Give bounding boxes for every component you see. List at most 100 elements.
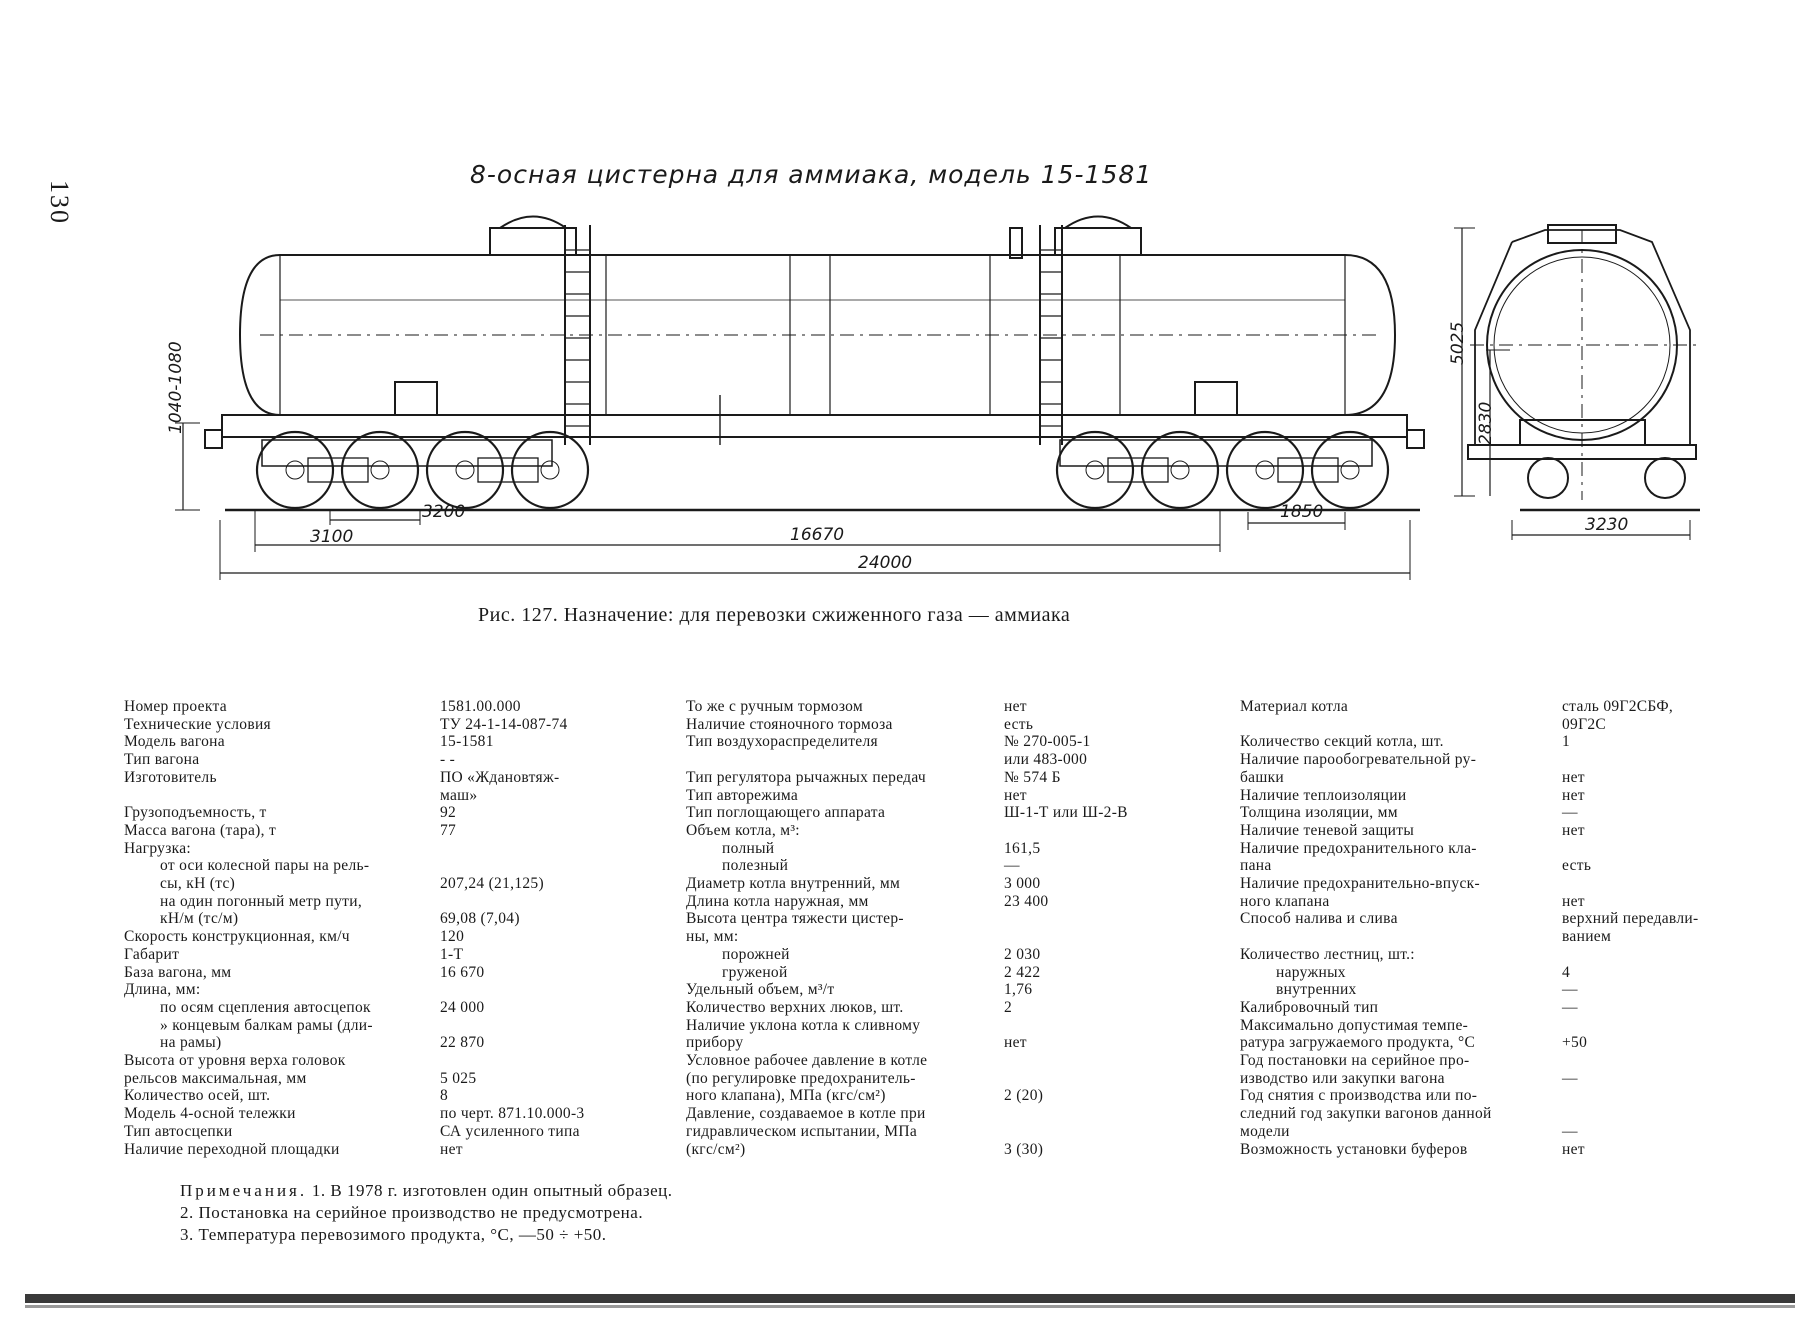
bottom-rule xyxy=(25,1294,1795,1303)
spec-value: верхний передавли- xyxy=(1562,910,1699,928)
spec-value: 1 xyxy=(1562,733,1571,751)
spec-row: маш» xyxy=(124,787,684,805)
spec-row: Высота центра тяжести цистер- xyxy=(686,910,1236,928)
spec-row: Нагрузка: xyxy=(124,840,684,858)
spec-value: 2 xyxy=(1004,998,1013,1016)
spec-row: Наличие парообогревательной ру- xyxy=(1240,751,1800,769)
spec-label: на рамы) xyxy=(160,1034,222,1052)
spec-value: 1581.00.000 xyxy=(440,698,521,715)
spec-value: по черт. 871.10.000-3 xyxy=(440,1105,585,1123)
spec-row: Тип авторежима нет xyxy=(686,787,1236,805)
dim-cg-height: 2830 xyxy=(1476,401,1496,445)
spec-value: ванием xyxy=(1562,928,1612,946)
spec-row: Год постановки на серийное про- xyxy=(1240,1052,1800,1070)
spec-value: - - xyxy=(440,751,456,769)
spec-label: Максимально допустимая темпе- xyxy=(1240,1016,1469,1034)
spec-label: Номер проекта xyxy=(124,698,227,715)
spec-value: нет xyxy=(1562,786,1585,804)
spec-row: гидравлическом испытании, МПа xyxy=(686,1123,1236,1141)
spec-value: 120 xyxy=(440,928,465,946)
spec-row: Тип вагона - - xyxy=(124,751,684,769)
spec-value: есть xyxy=(1004,715,1034,733)
spec-row: полезный— xyxy=(686,857,1236,875)
spec-row: ного клапана), МПа (кгс/см²)2 (20) xyxy=(686,1087,1236,1105)
spec-label: Высота центра тяжести цистер- xyxy=(686,910,904,928)
frame xyxy=(221,414,1408,438)
spec-value: — xyxy=(1562,981,1578,999)
spec-label xyxy=(1240,928,1800,946)
spec-value: ПО «Ждановтяж- xyxy=(440,768,560,786)
bottom-rule-shadow xyxy=(25,1305,1795,1308)
spec-label: Длина котла наружная, мм xyxy=(686,892,869,910)
spec-value: — xyxy=(1562,1122,1578,1140)
dim-total-height: 5025 xyxy=(1448,321,1468,365)
spec-label: Наличие теплоизоляции xyxy=(1240,786,1407,804)
spec-label: Материал котла xyxy=(1240,698,1349,715)
spec-label: Тип вагона xyxy=(124,751,200,769)
dim-length: 24000 xyxy=(858,553,913,573)
spec-value: 1,76 xyxy=(1004,981,1033,999)
spec-row: Условное рабочее давление в котле xyxy=(686,1052,1236,1070)
spec-row: Наличие предохранительно-впуск- xyxy=(1240,875,1800,893)
spec-value: 2 030 xyxy=(1004,945,1041,963)
spec-label: груженой xyxy=(722,963,788,981)
spec-label: Габарит xyxy=(124,945,180,963)
spec-label: ного клапана), МПа (кгс/см²) xyxy=(686,1087,886,1105)
dim-axle-base: 3100 xyxy=(310,527,354,547)
spec-row: (по регулировке предохранитель- xyxy=(686,1070,1236,1088)
spec-label: Калибровочный тип xyxy=(1240,998,1379,1016)
spec-value: или 483-000 xyxy=(1004,751,1088,769)
spec-label: То же с ручным тормозом xyxy=(686,698,864,715)
spec-label: полезный xyxy=(722,857,789,875)
spec-value: 3 000 xyxy=(1004,875,1041,893)
spec-value: 3 (30) xyxy=(1004,1140,1044,1158)
spec-label: Наличие предохранительно-впуск- xyxy=(1240,875,1480,893)
spec-value: № 574 Б xyxy=(1004,768,1061,786)
spec-label: Длина, мм: xyxy=(124,981,201,999)
spec-label: Диаметр котла внутренний, мм xyxy=(686,875,901,893)
spec-label: рельсов максимальная, мм xyxy=(124,1069,307,1087)
dim-height-coupler: 1040-1080 xyxy=(166,341,186,434)
spec-row: прибору нет xyxy=(686,1034,1236,1052)
spec-row: Диаметр котла внутренний, мм 3 000 xyxy=(686,875,1236,893)
spec-value: нет xyxy=(1562,1140,1585,1158)
spec-value: СА усиленного типа xyxy=(440,1122,580,1140)
spec-value: 161,5 xyxy=(1004,839,1041,857)
dim-width: 3230 xyxy=(1585,515,1629,535)
spec-value: 22 870 xyxy=(440,1034,485,1052)
spec-value: 77 xyxy=(440,821,457,839)
spec-row: модели— xyxy=(1240,1123,1800,1141)
spec-row: ратура загружаемого продукта, °С+50 xyxy=(1240,1034,1800,1052)
spec-label: » концевым балкам рамы (дли- xyxy=(160,1016,373,1034)
spec-label: Тип авторежима xyxy=(686,786,799,804)
spec-row: » концевым балкам рамы (дли- xyxy=(124,1017,684,1035)
spec-label: полный xyxy=(722,839,775,857)
spec-value: — xyxy=(1562,998,1578,1016)
spec-label: башки xyxy=(1240,768,1285,786)
spec-value: 1-Т xyxy=(440,945,464,963)
spec-row: Количество секций котла, шт.1 xyxy=(1240,733,1800,751)
spec-value: нет xyxy=(1562,821,1585,839)
spec-row: Номер проекта 1581.00.000 xyxy=(124,698,684,716)
spec-label: Наличие стояночного тормоза xyxy=(686,715,893,733)
spec-value: 207,24 (21,125) xyxy=(440,875,544,893)
spec-value: нет xyxy=(1004,1034,1027,1052)
spec-label: Количество верхних люков, шт. xyxy=(686,998,904,1016)
spec-value: нет xyxy=(1562,892,1585,910)
spec-label: прибору xyxy=(686,1034,744,1052)
spec-value: сталь 09Г2СБФ, xyxy=(1562,698,1674,715)
spec-value: нет xyxy=(1004,786,1027,804)
